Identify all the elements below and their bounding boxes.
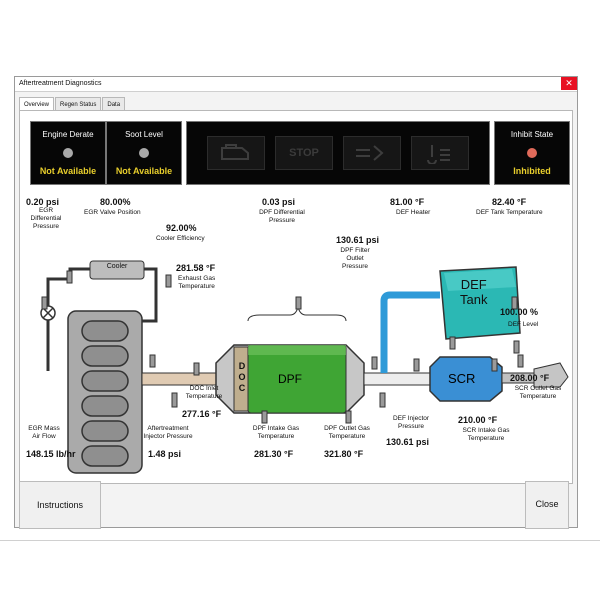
engine-derate-value: Not Available [39, 166, 97, 176]
soot-level-value: Not Available [115, 166, 173, 176]
egr-mass-flow-label: EGR Mass Air Flow [28, 425, 60, 441]
scr-intake-temp-label: SCR Intake Gas Temperature [462, 427, 510, 443]
instructions-button[interactable]: Instructions [19, 481, 101, 529]
def-tank-temp-value: 82.40 °F [492, 197, 527, 207]
scr-outlet-temp-label: SCR Outlet Gas Temperature [514, 385, 562, 401]
doc-inlet-temp-label: DOC Inlet Temperature [185, 385, 223, 401]
close-button[interactable]: Close [525, 481, 569, 529]
soot-level-led [139, 148, 149, 158]
exhaust-gas-temp-label: Exhaust Gas Temperature [178, 275, 216, 291]
engine-warning-icon [207, 136, 265, 170]
def-line [380, 291, 440, 373]
stop-icon: STOP [275, 136, 333, 170]
inhibit-state-value: Inhibited [513, 166, 551, 176]
egr-valve-position-label: EGR Valve Position [84, 209, 141, 216]
egr-diff-pressure-label: EGR Differential Pressure [30, 207, 62, 231]
def-heater-value: 81.00 °F [390, 197, 425, 207]
tab-overview[interactable]: Overview [19, 97, 55, 112]
engine-derate-led [63, 148, 73, 158]
window-titlebar: Aftertreatment Diagnostics ✕ [15, 77, 577, 92]
def-injector-pressure-value: 130.61 psi [386, 437, 430, 447]
soot-level-title: Soot Level [125, 130, 163, 139]
soot-level-indicator: Soot Level Not Available [106, 121, 182, 185]
scr-outlet-temp-value: 208.00 °F [510, 373, 550, 383]
diagnostics-window: Aftertreatment Diagnostics ✕ Overview Re… [14, 76, 578, 529]
tab-bar: Overview Regen Status Data [19, 97, 126, 112]
egr-mass-flow-value: 148.15 lb/hr [26, 449, 76, 459]
dpf-label: DPF [278, 372, 302, 386]
injector-pressure-value: 1.48 psi [148, 449, 182, 459]
injector-pressure-label: Aftertreatment Injector Pressure [143, 425, 193, 441]
dpf-intake-temp-value: 281.30 °F [254, 449, 294, 459]
aftertreatment-diagram [40, 260, 569, 474]
dpf-outlet-pressure-value: 130.61 psi [336, 235, 380, 245]
def-level-value: 100.00 % [500, 307, 539, 317]
tab-data[interactable]: Data [102, 97, 126, 112]
page-divider [0, 540, 600, 541]
tab-regen-status[interactable]: Regen Status [55, 97, 102, 112]
def-tank-temp-label: DEF Tank Temperature [476, 209, 543, 216]
dpf-outlet-temp-value: 321.80 °F [324, 449, 364, 459]
dpf-intake-temp-label: DPF Intake Gas Temperature [252, 425, 300, 441]
inhibit-state-indicator: Inhibit State Inhibited [494, 121, 570, 185]
cooler-efficiency-value: 92.00% [166, 223, 197, 233]
doc-inlet-temp-value: 277.16 °F [182, 409, 222, 419]
cooler-block [89, 260, 145, 280]
scr-label: SCR [448, 371, 476, 386]
def-heater-label: DEF Heater [396, 209, 431, 216]
egr-return-pipe [142, 267, 158, 323]
overview-panel: Engine Derate Not Available Soot Level N… [19, 110, 573, 484]
dpf-diff-pressure-label: DPF Differential Pressure [259, 209, 305, 225]
egr-diff-pressure-value: 0.20 psi [26, 197, 60, 207]
exhaust-gas-temp-value: 281.58 °F [176, 263, 216, 273]
dpf-outlet-pressure-label: DPF Filter Outlet Pressure [340, 247, 370, 271]
cooler-label: Cooler [106, 263, 128, 270]
engine-derate-title: Engine Derate [42, 130, 94, 139]
def-injector-pressure-label: DEF Injector Pressure [392, 415, 430, 431]
dpf-outlet-temp-label: DPF Outlet Gas Temperature [324, 425, 370, 441]
inhibit-state-led [527, 148, 537, 158]
exhaust-icon [343, 136, 401, 170]
cooler-efficiency-label: Cooler Efficiency [156, 235, 205, 242]
warning-icon-bar: STOP [186, 121, 490, 185]
window-title: Aftertreatment Diagnostics [19, 80, 102, 87]
window-close-button[interactable]: ✕ [561, 77, 577, 90]
scr-intake-temp-value: 210.00 °F [458, 415, 498, 425]
inhibit-state-title: Inhibit State [510, 130, 554, 139]
def-tank-label: DEF Tank [460, 277, 488, 307]
egr-valve-position-value: 80.00% [100, 197, 131, 207]
dpf-diff-pressure-value: 0.03 psi [262, 197, 296, 207]
doc-label: D O C [238, 361, 246, 393]
temperature-icon [411, 136, 469, 170]
engine-derate-indicator: Engine Derate Not Available [30, 121, 106, 185]
scr-block [429, 356, 503, 402]
def-level-label: DEF Level [508, 321, 539, 328]
